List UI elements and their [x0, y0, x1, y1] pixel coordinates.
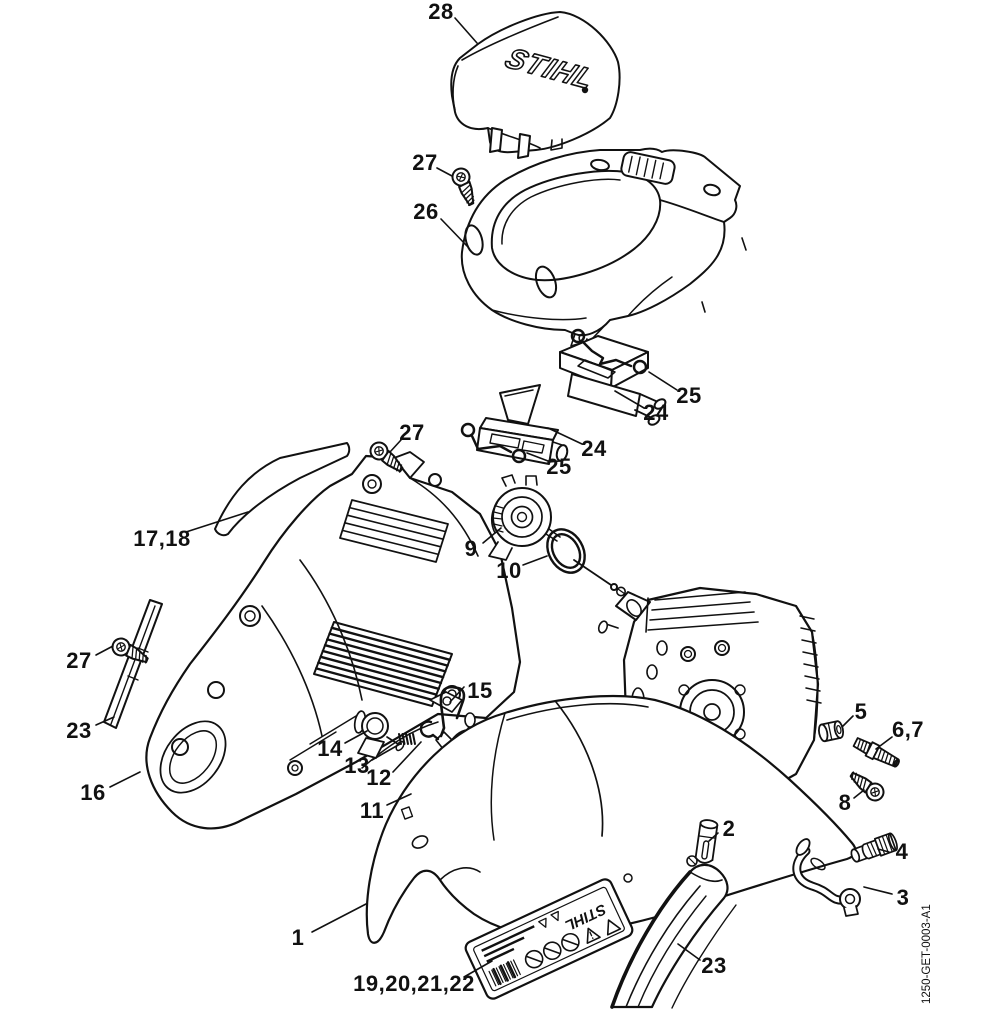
part-label-12: 12	[366, 765, 392, 790]
retainer-clip-upper	[570, 328, 648, 375]
retainer-clip-lower	[460, 422, 527, 464]
spring	[398, 733, 416, 745]
manifold-mount-upper	[559, 335, 667, 426]
o-ring	[546, 528, 586, 574]
part-label-11: 11	[359, 798, 385, 823]
shroud-cover	[460, 147, 747, 347]
motor-housing	[145, 451, 522, 830]
information-label: STIHL	[464, 878, 634, 1000]
part-label-28: 28	[428, 0, 454, 24]
part-label-6-7: 6,7	[891, 717, 925, 742]
screw-8	[844, 768, 888, 805]
adjustment-needle	[573, 559, 626, 597]
part-label-26: 26	[413, 199, 439, 224]
leader-lines	[95, 17, 893, 978]
part-label-14: 14	[317, 736, 343, 761]
part-label-17-18: 17,18	[133, 526, 191, 551]
part-label-4: 4	[895, 839, 909, 864]
drawing-number: 1250-GET-0003-A1	[921, 904, 933, 1004]
part-label-16: 16	[80, 780, 106, 805]
fuel-hose-3	[792, 838, 861, 917]
screw-27-top	[448, 164, 483, 208]
carb-box-cover: STIHL	[450, 11, 621, 159]
part-label-5: 5	[854, 699, 868, 724]
part-label-27-left: 27	[66, 648, 92, 673]
warning-icons	[524, 910, 622, 969]
carburetor	[488, 474, 561, 561]
plug-5	[818, 720, 845, 743]
part-label-27-top: 27	[412, 150, 438, 175]
part-label-25-upper: 25	[676, 383, 702, 408]
part-label-23-bottom: 23	[701, 953, 727, 978]
part-label-24-upper: 24	[643, 400, 669, 425]
part-label-10: 10	[496, 558, 522, 583]
part-label-1: 1	[291, 925, 305, 950]
part-label-8: 8	[838, 790, 852, 815]
barcode	[488, 959, 521, 987]
part-label-15: 15	[467, 678, 493, 703]
handle-grip-strip	[610, 855, 737, 1009]
part-label-19-20-21-22: 19,20,21,22	[353, 971, 475, 996]
part-label-9: 9	[464, 536, 478, 561]
decompression-valve-4	[850, 832, 898, 863]
part-label-24-lower: 24	[581, 436, 607, 461]
stud-6-7	[852, 737, 900, 768]
part-label-27-mid: 27	[399, 420, 425, 445]
trim-strip-left	[103, 599, 163, 729]
part-label-25-lower: 25	[546, 454, 572, 479]
part-label-23-left: 23	[66, 718, 92, 743]
part-label-13: 13	[344, 753, 370, 778]
part-label-2: 2	[722, 816, 736, 841]
part-label-3: 3	[896, 885, 910, 910]
